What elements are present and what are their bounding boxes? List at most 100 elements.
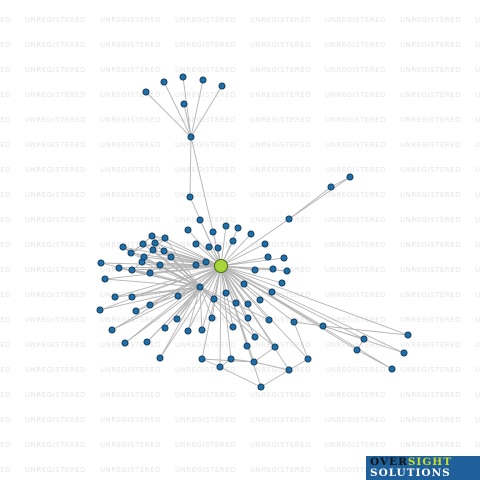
watermark-text: UNREGISTERED [325,216,386,224]
network-node [101,275,109,283]
watermark-text: UNREGISTERED [250,16,311,24]
watermark-text: UNREGISTERED [100,91,161,99]
edge-line [253,361,290,371]
edge-line [182,76,192,138]
watermark-text: UNREGISTERED [25,441,86,449]
watermark-text: UNREGISTERED [100,316,161,324]
watermark-text: UNREGISTERED [400,191,461,199]
watermark-text: UNREGISTERED [100,391,161,399]
edge-line [199,286,249,319]
edge-line [220,218,290,267]
network-node [132,307,140,315]
network-node [111,293,119,301]
network-node [161,324,169,332]
watermark-text: UNREGISTERED [250,141,311,149]
watermark-text: UNREGISTERED [250,241,311,249]
watermark-text: UNREGISTERED [400,416,461,424]
watermark-text: UNREGISTERED [475,416,480,424]
network-node [290,318,298,326]
edge-line [293,321,309,360]
watermark-text: UNREGISTERED [250,341,311,349]
watermark-text: UNREGISTERED [250,66,311,74]
watermark-text: UNREGISTERED [400,316,461,324]
network-node [139,240,147,248]
watermark-text: UNREGISTERED [325,291,386,299]
edge-line [187,229,222,267]
hub-node [214,259,228,273]
watermark-text: UNREGISTERED [0,141,11,149]
watermark-text: UNREGISTERED [475,66,480,74]
watermark-text: UNREGISTERED [100,366,161,374]
watermark-text: UNREGISTERED [325,441,386,449]
watermark-text: UNREGISTERED [25,166,86,174]
watermark-text: UNREGISTERED [250,266,311,274]
watermark-text: UNREGISTERED [475,41,480,49]
network-node [247,230,255,238]
network-node [285,366,293,374]
watermark-text: UNREGISTERED [25,41,86,49]
watermark-text: UNREGISTERED [250,466,311,474]
network-node [327,183,335,191]
edge-line [199,286,203,331]
watermark-text: UNREGISTERED [25,416,86,424]
watermark-text: UNREGISTERED [325,66,386,74]
network-node [184,226,192,234]
edge-line [220,265,290,371]
edge-line [220,265,232,360]
edge-line [111,265,222,331]
network-node [216,363,224,371]
watermark-text: UNREGISTERED [250,366,311,374]
edge-line [260,369,290,388]
watermark-text: UNREGISTERED [0,241,11,249]
watermark-text: UNREGISTERED [175,266,236,274]
edge-line [104,265,222,280]
network-node [128,293,136,301]
watermark-text: UNREGISTERED [325,316,386,324]
watermark-text: UNREGISTERED [475,116,480,124]
watermark-text: UNREGISTERED [475,366,480,374]
network-node [208,314,216,322]
watermark-text: UNREGISTERED [25,16,86,24]
watermark-text: UNREGISTERED [175,191,236,199]
edge-line [220,256,269,267]
watermark-text: UNREGISTERED [475,316,480,324]
watermark-text: UNREGISTERED [175,241,236,249]
network-node [244,314,252,322]
watermark-text: UNREGISTERED [100,41,161,49]
watermark-text: UNREGISTERED [25,316,86,324]
watermark-text: UNREGISTERED [325,166,386,174]
watermark-text: UNREGISTERED [325,91,386,99]
watermark-text: UNREGISTERED [0,366,11,374]
edge-line [288,176,351,220]
network-node [97,259,105,267]
logo-word-sight: SIGHT [407,456,453,468]
watermark-text: UNREGISTERED [0,441,11,449]
watermark-text: UNREGISTERED [475,16,480,24]
network-node [209,228,217,236]
watermark-text: UNREGISTERED [25,116,86,124]
edge-line [220,265,283,284]
watermark-text: UNREGISTERED [0,391,11,399]
edge-line [201,265,222,360]
watermark-text: UNREGISTERED [100,466,161,474]
watermark-text: UNREGISTERED [475,441,480,449]
watermark-text: UNREGISTERED [25,366,86,374]
network-node [261,240,269,248]
watermark-text: UNREGISTERED [400,41,461,49]
network-node [196,283,204,291]
watermark-text: UNREGISTERED [100,66,161,74]
watermark-text: UNREGISTERED [325,16,386,24]
watermark-text: UNREGISTERED [400,391,461,399]
watermark-text: UNREGISTERED [325,341,386,349]
network-node [174,292,182,300]
watermark-text: UNREGISTERED [175,441,236,449]
network-node [127,249,135,257]
network-node [240,280,248,288]
watermark-text: UNREGISTERED [475,141,480,149]
watermark-text: UNREGISTERED [400,241,461,249]
watermark-text: UNREGISTERED [475,391,480,399]
watermark-text: UNREGISTERED [250,441,311,449]
edge-line [220,265,295,323]
watermark-text: UNREGISTERED [250,41,311,49]
